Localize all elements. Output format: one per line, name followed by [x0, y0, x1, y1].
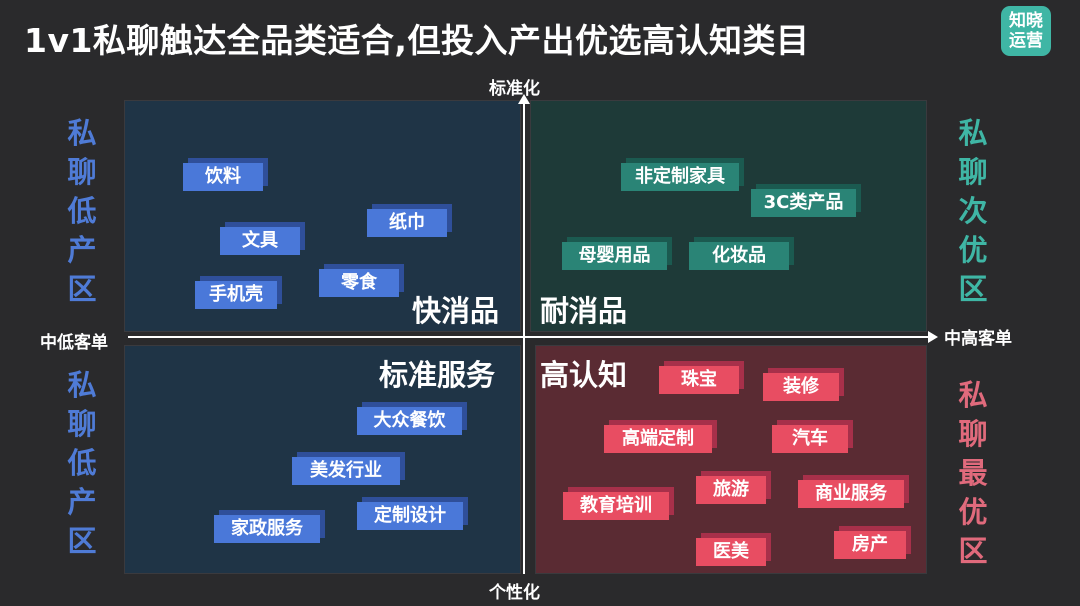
- axis-label-left: 中低客单: [40, 333, 108, 353]
- category-tag-travel: 旅游: [696, 476, 766, 504]
- axis-label-bottom: 个性化: [489, 583, 540, 603]
- category-tag-medical-beauty: 医美: [696, 538, 766, 566]
- zone-label-top-left: 私聊低产区: [67, 116, 97, 306]
- category-tag-jewelry: 珠宝: [659, 366, 739, 394]
- quadrant-title-bottom-right: 高认知: [540, 358, 628, 392]
- category-tag-mass-dining: 大众餐饮: [357, 407, 462, 435]
- category-tag-business-services: 商业服务: [798, 480, 904, 508]
- vertical-axis-arrowhead: [518, 94, 530, 104]
- category-tag-high-end-custom: 高端定制: [604, 425, 712, 453]
- horizontal-axis-arrowhead: [928, 331, 938, 343]
- category-tag-automobile: 汽车: [772, 425, 848, 453]
- quadrant-title-top-left: 快消品: [412, 294, 500, 328]
- zone-label-bottom-right: 私聊最优区: [958, 378, 988, 568]
- category-tag-cosmetics: 化妆品: [689, 242, 789, 270]
- zone-label-top-right: 私聊次优区: [958, 116, 988, 306]
- category-tag-non-custom-furniture: 非定制家具: [621, 163, 739, 191]
- category-tag-education-training: 教育培训: [563, 492, 669, 520]
- category-tag-maternal-baby: 母婴用品: [562, 242, 667, 270]
- page-title: 1v1私聊触达全品类适合,但投入产出优选高认知类目: [24, 21, 810, 60]
- zone-label-bottom-left: 私聊低产区: [67, 368, 97, 558]
- category-tag-tissue: 纸巾: [367, 209, 447, 237]
- quadrant-title-top-right: 耐消品: [540, 294, 628, 328]
- category-tag-beverage: 饮料: [183, 163, 263, 191]
- category-tag-stationery: 文具: [220, 227, 300, 255]
- category-tag-3c-products: 3C类产品: [751, 189, 856, 217]
- brand-logo-text: 知晓运营: [1009, 11, 1043, 51]
- category-tag-housekeeping: 家政服务: [214, 515, 320, 543]
- quadrant-title-bottom-left: 标准服务: [379, 358, 496, 392]
- axis-label-right: 中高客单: [944, 329, 1012, 349]
- category-tag-renovation: 装修: [763, 373, 839, 401]
- category-tag-real-estate: 房产: [834, 531, 906, 559]
- category-tag-snacks: 零食: [319, 269, 399, 297]
- axis-label-top: 标准化: [489, 79, 540, 99]
- category-tag-phone-case: 手机壳: [195, 281, 277, 309]
- category-tag-hairdressing: 美发行业: [292, 457, 400, 485]
- brand-logo: 知晓运营: [1001, 6, 1051, 56]
- quadrant-top-right: [530, 100, 927, 332]
- category-tag-custom-design: 定制设计: [357, 502, 463, 530]
